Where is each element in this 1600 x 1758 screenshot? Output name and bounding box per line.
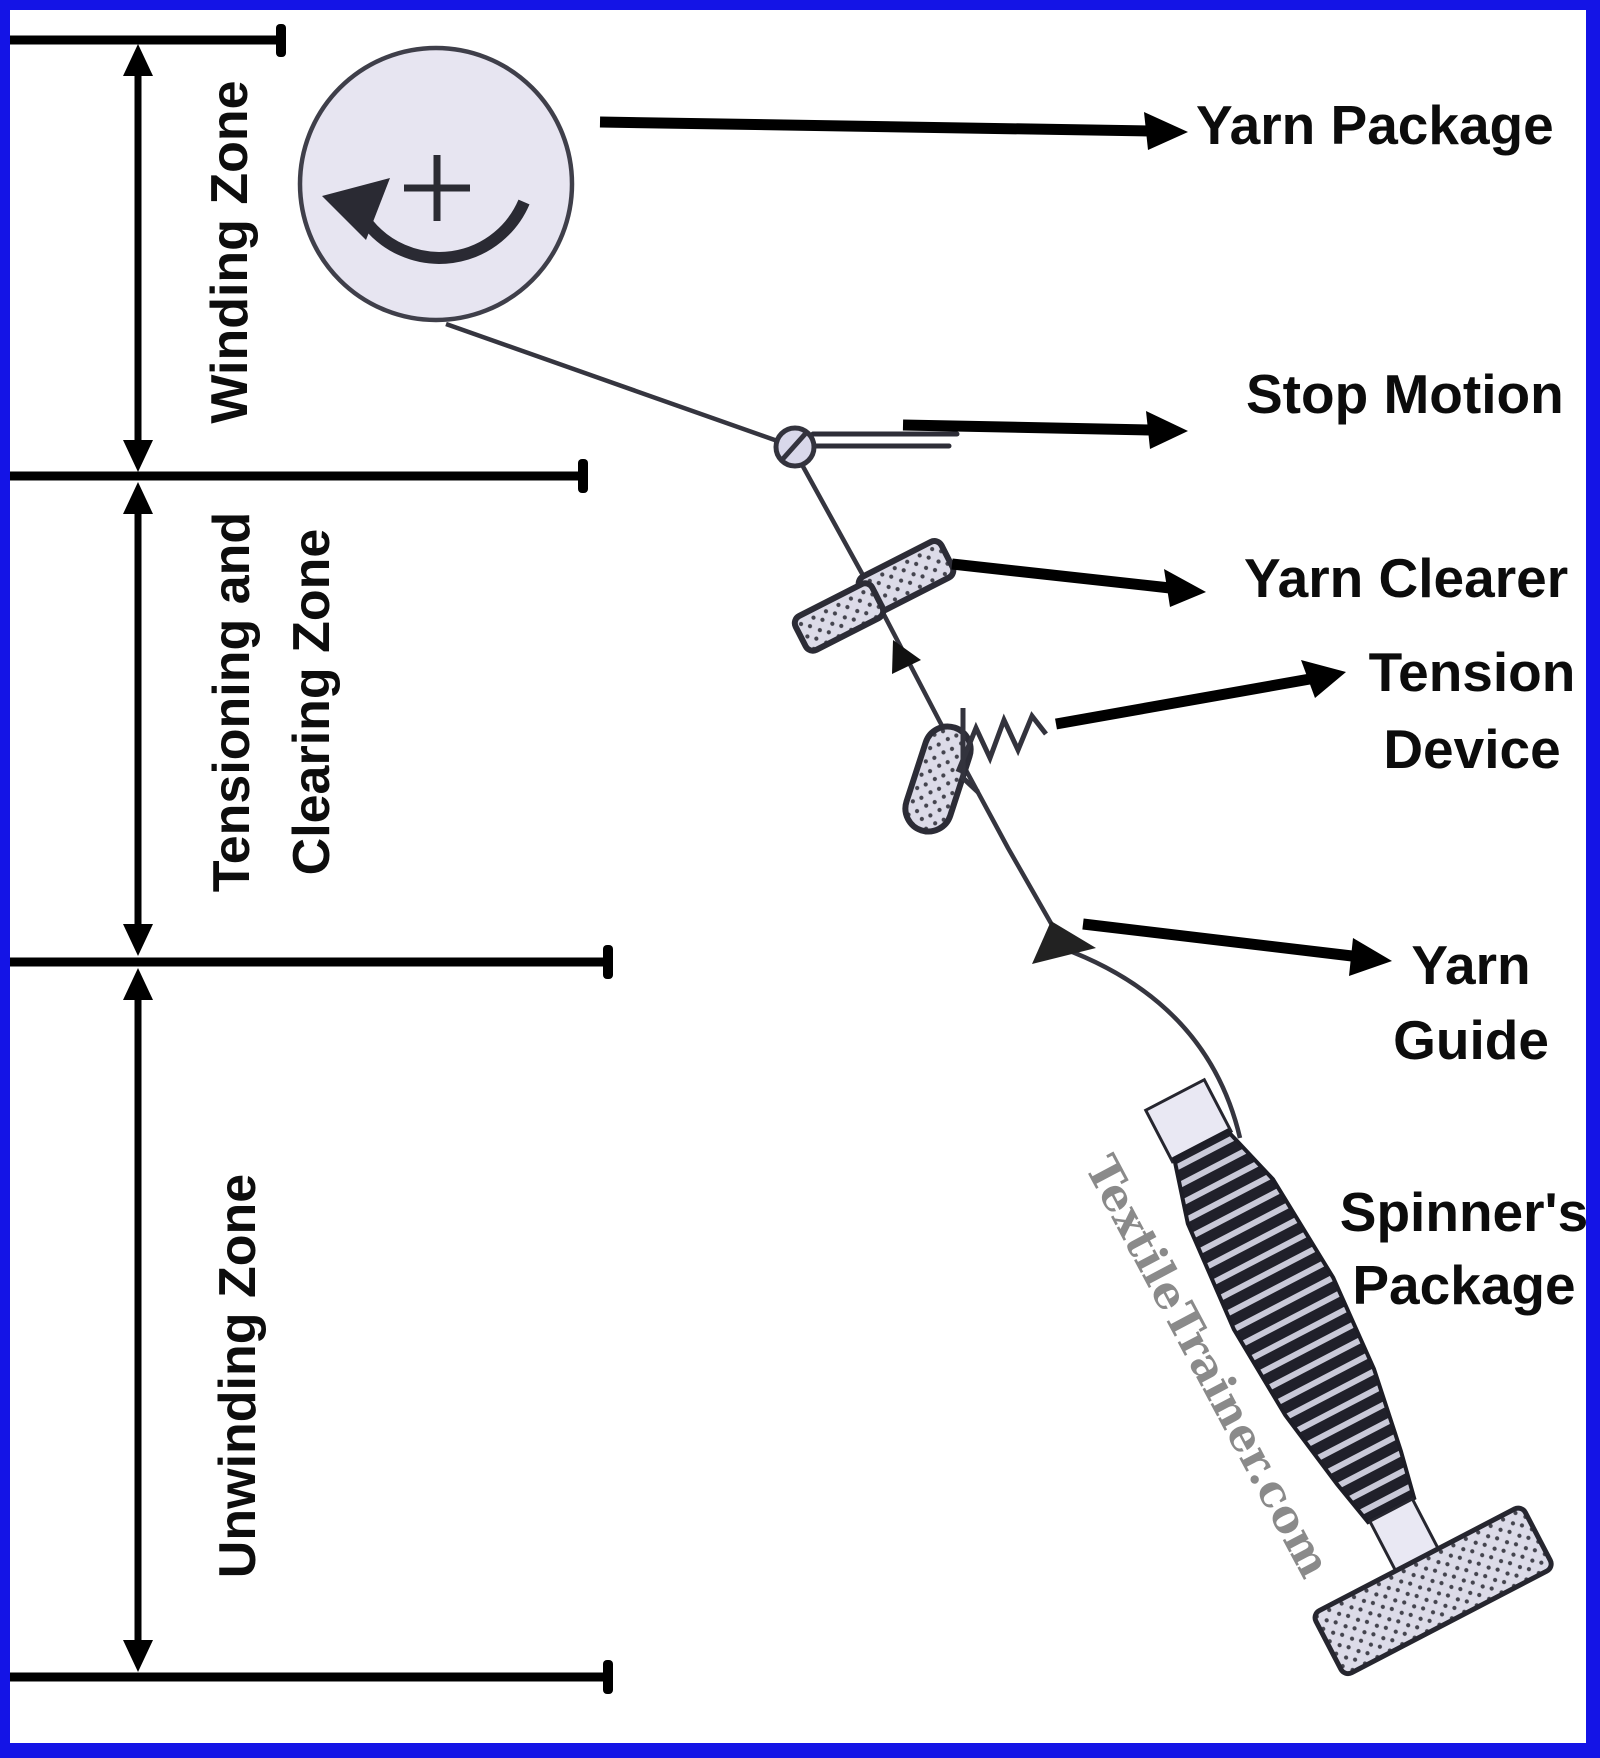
label-spinners-package-line1: Spinner's — [1339, 1181, 1589, 1243]
zone-dimension-arrows — [123, 44, 153, 1672]
label-yarn-guide: Yarn Guide — [1366, 928, 1576, 1078]
label-yarn-clearer: Yarn Clearer — [1244, 547, 1569, 609]
yarn-clearer-arrow — [951, 558, 1171, 594]
label-spinners-package-line2: Package — [1352, 1254, 1576, 1316]
yarn-clearer-plates — [791, 538, 957, 654]
label-arrows — [599, 112, 1392, 976]
label-spinners-package: Spinner's Package — [1326, 1176, 1600, 1322]
bobbin-base — [1312, 1505, 1554, 1677]
plus-icon — [404, 155, 470, 221]
label-yarn-guide-line2: Guide — [1393, 1009, 1549, 1071]
tension-device-arrow — [1055, 673, 1311, 730]
zone-label-tensioning-line1: Tensioning and — [203, 511, 261, 893]
rotation-arrow-icon — [322, 178, 530, 264]
yarn-direction-arrow-icon — [892, 640, 921, 674]
tension-device-graphic — [902, 708, 1048, 835]
yarn-line — [445, 321, 1243, 1139]
zone-label-winding: Winding Zone — [201, 42, 259, 462]
label-yarn-package: Yarn Package — [1196, 94, 1554, 156]
zone-label-winding-text: Winding Zone — [201, 80, 259, 424]
label-tension-device-line1: Tension — [1368, 641, 1576, 703]
bobbin-yarn-body — [1171, 1128, 1417, 1525]
yarn-guide-arrow — [1082, 918, 1353, 962]
zone-label-unwinding: Unwinding Zone — [209, 1141, 267, 1611]
spinners-package-graphic — [1143, 1077, 1554, 1677]
zone-label-tensioning: Tensioning and Clearing Zone — [192, 482, 352, 922]
stop-motion-arrow — [902, 419, 1151, 436]
zone-label-unwinding-text: Unwinding Zone — [209, 1173, 267, 1579]
label-tension-device-line2: Device — [1383, 718, 1561, 780]
label-yarn-guide-line1: Yarn — [1411, 934, 1531, 996]
zone-separator-lines — [4, 35, 609, 1682]
yarn-package-circle — [297, 45, 575, 323]
zone-label-tensioning-line2: Clearing Zone — [283, 528, 341, 876]
yarn-package-arrow — [599, 116, 1151, 137]
spring-icon — [955, 708, 1048, 794]
label-tension-device: Tension Device — [1352, 634, 1592, 788]
yarn-guide-triangle — [1032, 921, 1096, 964]
label-stop-motion: Stop Motion — [1246, 363, 1564, 425]
stop-motion-device — [773, 425, 960, 469]
